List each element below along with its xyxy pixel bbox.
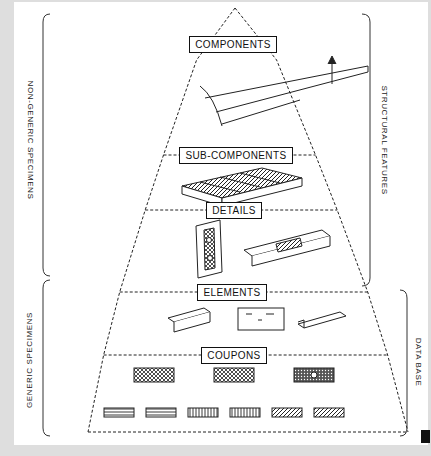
bracket-label: STRUCTURAL FEATURES xyxy=(379,83,389,196)
level-label-box: COUPONS xyxy=(201,347,266,364)
corner-mark xyxy=(421,430,430,443)
level-label-box: SUB-COMPONENTS xyxy=(179,147,292,164)
level-label-box: DETAILS xyxy=(206,202,262,219)
level-label: DETAILS xyxy=(212,205,256,216)
level-label: SUB-COMPONENTS xyxy=(185,150,286,161)
component-sketch xyxy=(200,56,368,126)
bracket-label: NON-GENERIC SPECIMENS xyxy=(25,79,35,202)
level-label-box: COMPONENTS xyxy=(189,36,277,53)
sub-component-sketch xyxy=(182,168,302,206)
panel xyxy=(14,2,428,445)
bracket-label: DATA BASE xyxy=(413,336,423,389)
element-sketch xyxy=(168,308,346,332)
coupon-sketch xyxy=(104,368,344,417)
level-label: COUPONS xyxy=(207,350,260,361)
level-label: ELEMENTS xyxy=(203,287,260,298)
level-label-box: ELEMENTS xyxy=(197,284,266,301)
detail-sketch xyxy=(196,220,330,278)
brackets xyxy=(43,14,407,436)
level-label: COMPONENTS xyxy=(195,39,271,50)
bracket-label: GENERIC SPECIMENS xyxy=(25,310,35,410)
pyramid-outline xyxy=(88,8,408,432)
